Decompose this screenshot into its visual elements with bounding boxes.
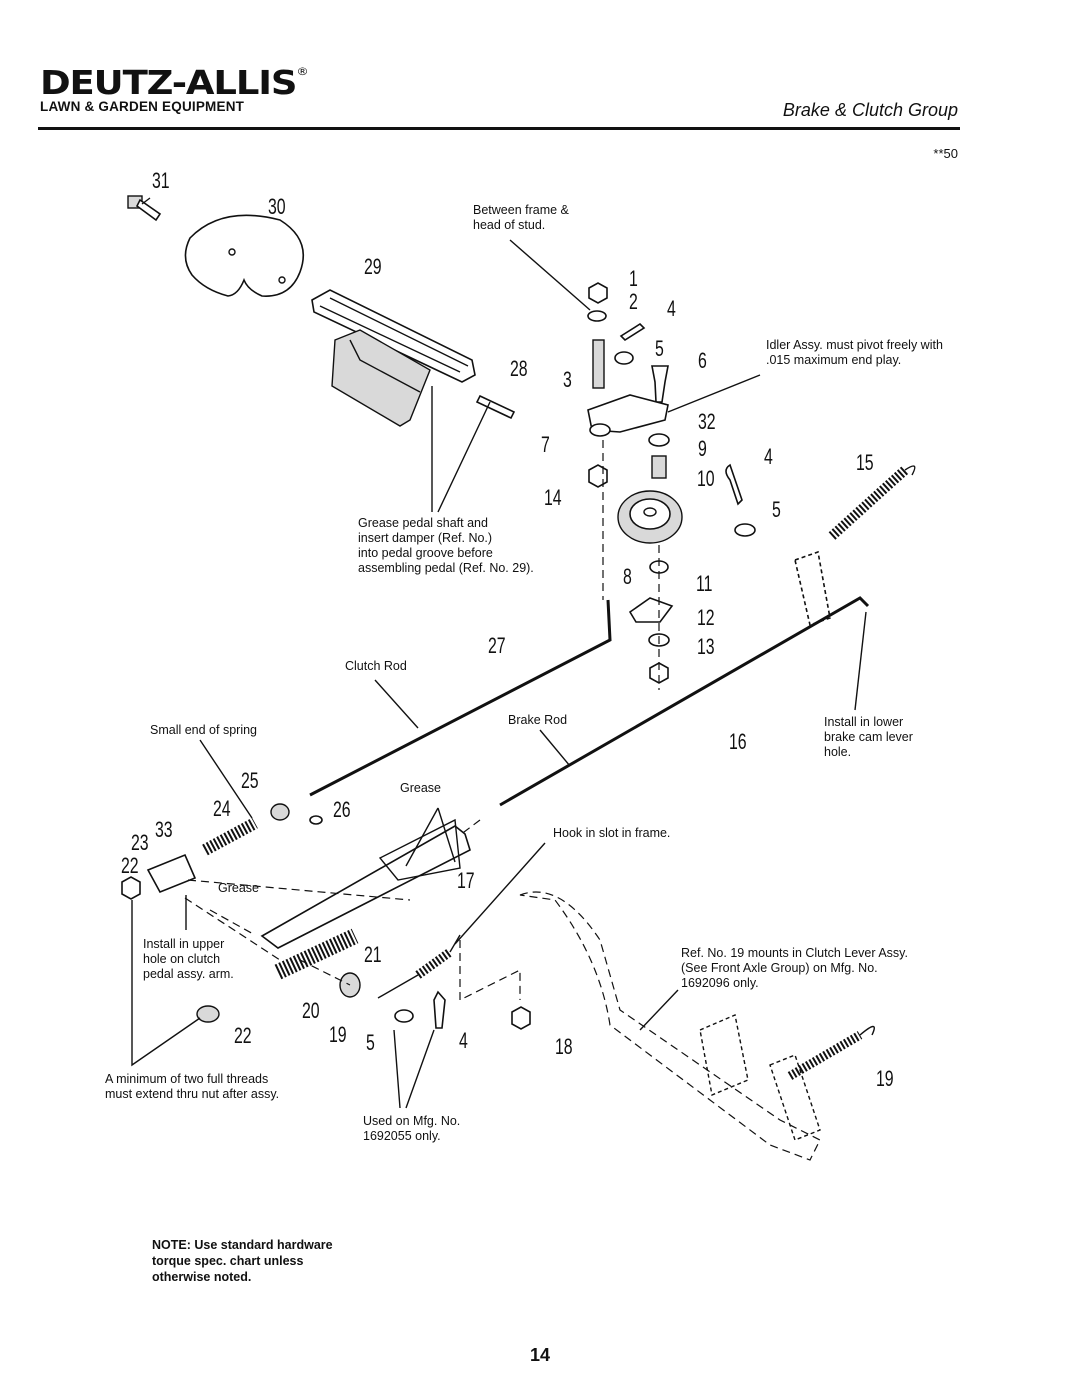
part-number-22b: 22 <box>234 1023 252 1048</box>
brand-logo: DEUTZ-ALLIS® <box>40 63 309 102</box>
part-18-nut <box>511 1006 531 1030</box>
note-grease-pedal: Grease pedal shaft and insert damper (Re… <box>358 516 534 575</box>
part-number-7: 7 <box>541 432 550 457</box>
part-31-bolt <box>127 195 162 222</box>
part-number-19b: 19 <box>876 1066 894 1091</box>
part-number-18: 18 <box>555 1034 573 1059</box>
note-ref-19: Ref. No. 19 mounts in Clutch Lever Assy.… <box>681 946 908 990</box>
part-number-23: 23 <box>131 830 149 855</box>
section-title: Brake & Clutch Group <box>782 100 958 120</box>
part-number-22: 22 <box>121 853 139 878</box>
note-between-frame: Between frame & head of stud. <box>473 203 569 232</box>
part-number-33: 33 <box>155 817 173 842</box>
registered-mark: ® <box>296 65 308 78</box>
note-grease-2: Grease <box>218 881 259 895</box>
part-27-clutch-rod <box>309 599 612 797</box>
brand-subtitle: LAWN & GARDEN EQUIPMENT <box>40 99 245 114</box>
part-number-30: 30 <box>268 194 286 219</box>
part-number-8: 8 <box>623 564 632 589</box>
part-number-19: 19 <box>329 1022 347 1047</box>
part-16-brake-rod <box>499 596 870 807</box>
part-number-21: 21 <box>364 942 382 967</box>
footer-note: NOTE: Use standard hardware torque spec.… <box>152 1238 333 1284</box>
part-number-32: 32 <box>698 409 716 434</box>
part-29-pedal <box>311 289 476 427</box>
part-number-9: 9 <box>698 436 707 461</box>
part-number-4: 4 <box>667 296 676 321</box>
part-number-12: 12 <box>697 605 715 630</box>
note-clutch-rod: Clutch Rod <box>345 659 407 673</box>
part-number-10: 10 <box>697 466 715 491</box>
part-number-2: 2 <box>629 289 638 314</box>
note-used-on: Used on Mfg. No. 1692055 only. <box>363 1114 461 1143</box>
note-brake-rod: Brake Rod <box>508 713 568 727</box>
part-22-nut <box>196 1005 220 1023</box>
page-number: 14 <box>529 1345 551 1365</box>
part-23-clevis <box>121 853 197 900</box>
part-number-28: 28 <box>510 356 528 381</box>
part-number-29: 29 <box>364 254 382 279</box>
part-number-14: 14 <box>544 485 562 510</box>
part-number-13: 13 <box>697 634 715 659</box>
part-number-25: 25 <box>241 768 259 793</box>
leader-lines <box>131 239 867 1109</box>
brand-name: DEUTZ-ALLIS <box>40 63 298 102</box>
part-number-5b: 5 <box>772 497 781 522</box>
part-number-1: 1 <box>629 266 638 291</box>
brake-cam-lever <box>794 550 831 627</box>
part-number-11: 11 <box>696 571 713 596</box>
part-number-5: 5 <box>655 336 664 361</box>
part-number-20: 20 <box>302 998 320 1023</box>
note-grease-1: Grease <box>400 781 441 795</box>
page-code: **50 <box>933 146 958 161</box>
idler-assembly <box>587 282 683 690</box>
note-min-threads: A minimum of two full threads must exten… <box>105 1072 280 1101</box>
part-number-26: 26 <box>333 797 351 822</box>
part-number-4b: 4 <box>764 444 773 469</box>
part-number-4c: 4 <box>459 1028 468 1053</box>
part-number-5c: 5 <box>366 1030 375 1055</box>
note-install-upper: Install in upper hole on clutch pedal as… <box>143 937 234 981</box>
part-19-spring-right <box>787 1025 875 1080</box>
part-number-6: 6 <box>698 348 707 373</box>
part-number-27: 27 <box>488 633 506 658</box>
note-hook-slot: Hook in slot in frame. <box>553 826 671 840</box>
note-idler: Idler Assy. must pivot freely with .015 … <box>766 338 943 367</box>
header-rule <box>38 127 960 130</box>
part-24-spring <box>202 803 323 856</box>
part-4-5-pin-washer <box>725 463 756 537</box>
note-small-end: Small end of spring <box>150 723 258 737</box>
part-number-15: 15 <box>856 450 874 475</box>
front-axle-frame <box>519 891 821 1161</box>
note-install-lower: Install in lower brake cam lever hole. <box>824 715 913 759</box>
part-number-24: 24 <box>213 796 231 821</box>
part-number-3: 3 <box>563 367 572 392</box>
part-number-16: 16 <box>729 729 747 754</box>
part-5-4-lower <box>394 990 446 1029</box>
part-number-17: 17 <box>457 868 475 893</box>
part-30-shield <box>184 214 304 297</box>
part-19-spring-middle <box>377 934 461 999</box>
part-number-31: 31 <box>152 168 170 193</box>
part-17-clutch-arm <box>260 818 471 949</box>
part-15-spring <box>828 465 916 540</box>
part-28-pin <box>475 394 516 420</box>
